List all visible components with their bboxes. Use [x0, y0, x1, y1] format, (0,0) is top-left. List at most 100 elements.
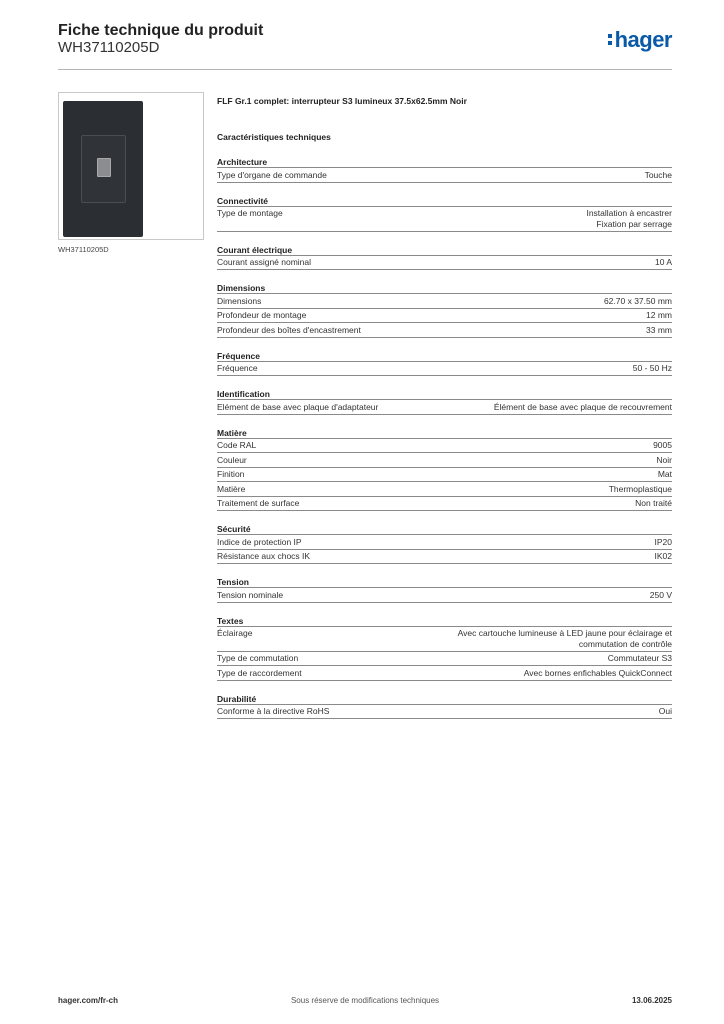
spec-group-title: Architecture	[217, 156, 672, 168]
spec-key: Matière	[217, 483, 246, 494]
spec-value: Oui	[658, 706, 672, 716]
spec-key: Éclairage	[217, 628, 253, 638]
page-footer: hager.com/fr-ch Sous réserve de modifica…	[58, 996, 672, 1010]
spec-value: Avec bornes enfichables QuickConnect	[523, 667, 672, 678]
spec-row: Conforme à la directive RoHS Oui	[217, 705, 672, 719]
spec-key: Dimensions	[217, 295, 262, 306]
product-reference: WH37110205D	[58, 39, 160, 56]
spec-group-title: Durabilité	[217, 693, 672, 705]
spec-value: 50 - 50 Hz	[632, 363, 672, 373]
spec-value: 62.70 x 37.50 mm	[603, 295, 672, 306]
footer-disclaimer: Sous réserve de modifications techniques	[290, 996, 440, 1005]
spec-row: Indice de protection IP IP20	[217, 535, 672, 550]
spec-row: Code RAL 9005	[217, 439, 672, 453]
spec-value: IK02	[654, 551, 673, 561]
spec-key: Fréquence	[217, 363, 258, 373]
spec-group-title: Connectivité	[217, 195, 672, 207]
spec-key: Indice de protection IP	[217, 536, 302, 547]
spec-group-title: Matière	[217, 427, 672, 439]
switch-plate-illustration	[63, 101, 143, 237]
spec-row: Fréquence 50 - 50 Hz	[217, 362, 672, 376]
spec-row: Courant assigné nominal 10 A	[217, 256, 672, 270]
page-title: Fiche technique du produit	[58, 22, 264, 39]
footer-date: 13.06.2025	[631, 996, 672, 1005]
spec-row: Résistance aux chocs IK IK02	[217, 550, 673, 564]
spec-row: Tension nominale 250 V	[217, 588, 672, 603]
spec-value: Avec cartouche lumineuse à LED jaune pou…	[457, 628, 672, 649]
spec-group-title: Textes	[217, 615, 672, 627]
spec-value: 9005	[653, 440, 672, 450]
spec-row: Profondeur des boîtes d'encastrement 33 m…	[217, 323, 672, 338]
spec-value: Non traité	[635, 498, 672, 508]
logo-dots-icon	[607, 31, 614, 47]
spec-value: IP20	[654, 536, 673, 547]
spec-key: Tension nominale	[217, 589, 284, 600]
spec-row: Couleur Noir	[217, 453, 672, 468]
spec-value: Élément de base avec plaque de recouvrem…	[493, 401, 672, 412]
brand-logo: hager	[607, 27, 673, 53]
spec-row: Elément de base avec plaque d'adaptateur…	[217, 400, 672, 415]
spec-key: Profondeur des boîtes d'encastrement	[217, 324, 361, 335]
spec-key: Code RAL	[217, 440, 257, 450]
spec-value: Touche	[644, 169, 672, 180]
spec-key: Profondeur de montage	[217, 310, 307, 320]
spec-row: Dimensions 62.70 x 37.50 mm	[217, 294, 672, 309]
specs-heading: Caractéristiques techniques	[217, 132, 331, 142]
spec-group-title: Dimensions	[217, 282, 672, 294]
spec-group-title: Identification	[217, 388, 672, 400]
product-image	[58, 92, 204, 240]
spec-row: Profondeur de montage 12 mm	[217, 309, 672, 323]
page-header: Fiche technique du produit WH37110205D h…	[58, 22, 673, 70]
spec-row: Type d'organe de commande Touche	[217, 168, 672, 183]
spec-value: 250 V	[649, 589, 672, 600]
spec-key: Type de raccordement	[217, 667, 302, 678]
product-description: FLF Gr.1 complet: interrupteur S3 lumine…	[217, 96, 467, 106]
spec-group-title: Fréquence	[217, 350, 672, 362]
spec-row: Type de commutation Commutateur S3	[217, 652, 672, 666]
logo-text: hager	[614, 27, 673, 52]
switch-rocker	[81, 135, 126, 203]
spec-value: 33 mm	[646, 324, 672, 335]
spec-row: Éclairage Avec cartouche lumineuse à LED …	[217, 627, 672, 652]
spec-value: 12 mm	[646, 310, 672, 320]
spec-key: Type d'organe de commande	[217, 169, 327, 180]
image-caption: WH37110205D	[58, 245, 109, 254]
spec-group-title: Tension	[217, 576, 672, 588]
spec-key: Conforme à la directive RoHS	[217, 706, 330, 716]
spec-group-title: Sécurité	[217, 523, 672, 535]
spec-value: Noir	[656, 454, 672, 465]
spec-key: Type de commutation	[217, 653, 299, 663]
spec-value: Thermoplastique	[608, 483, 672, 494]
spec-value: Installation à encastrer Fixation par se…	[586, 208, 672, 229]
spec-row: Type de raccordement Avec bornes enfichab…	[217, 666, 672, 681]
led-indicator	[97, 158, 111, 177]
spec-key: Couleur	[217, 454, 247, 465]
spec-value: 10 A	[654, 257, 672, 267]
spec-row: Traitement de surface Non traité	[217, 497, 672, 511]
spec-value: Commutateur S3	[607, 653, 672, 663]
spec-row: Matière Thermoplastique	[217, 482, 672, 497]
spec-key: Elément de base avec plaque d'adaptateur	[217, 401, 379, 412]
spec-group-title: Courant électrique	[217, 244, 672, 256]
spec-key: Traitement de surface	[217, 498, 300, 508]
spec-content: FLF Gr.1 complet: interrupteur S3 lumine…	[217, 96, 672, 719]
spec-row: Type de montage Installation à encastrer …	[217, 207, 672, 232]
spec-key: Type de montage	[217, 208, 283, 218]
spec-key: Résistance aux chocs IK	[217, 551, 311, 561]
footer-website-link[interactable]: hager.com/fr-ch	[58, 996, 119, 1005]
spec-key: Finition	[217, 469, 245, 479]
spec-key: Courant assigné nominal	[217, 257, 312, 267]
